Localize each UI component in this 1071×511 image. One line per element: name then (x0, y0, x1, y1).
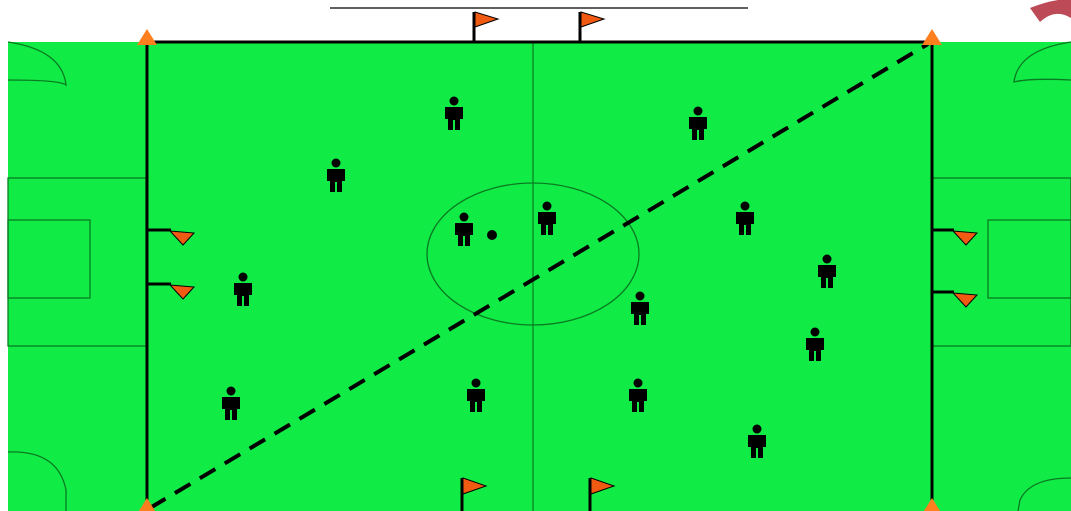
field (8, 42, 1071, 511)
corner-flag (474, 12, 498, 42)
cone-marker (137, 29, 157, 45)
watermark-logo (1030, 0, 1071, 22)
ball (487, 230, 497, 240)
ball-layer (487, 230, 497, 240)
flag-cloth (581, 12, 604, 27)
flag-cloth (475, 12, 498, 27)
corner-flag (580, 12, 604, 42)
cone-marker (922, 29, 942, 45)
